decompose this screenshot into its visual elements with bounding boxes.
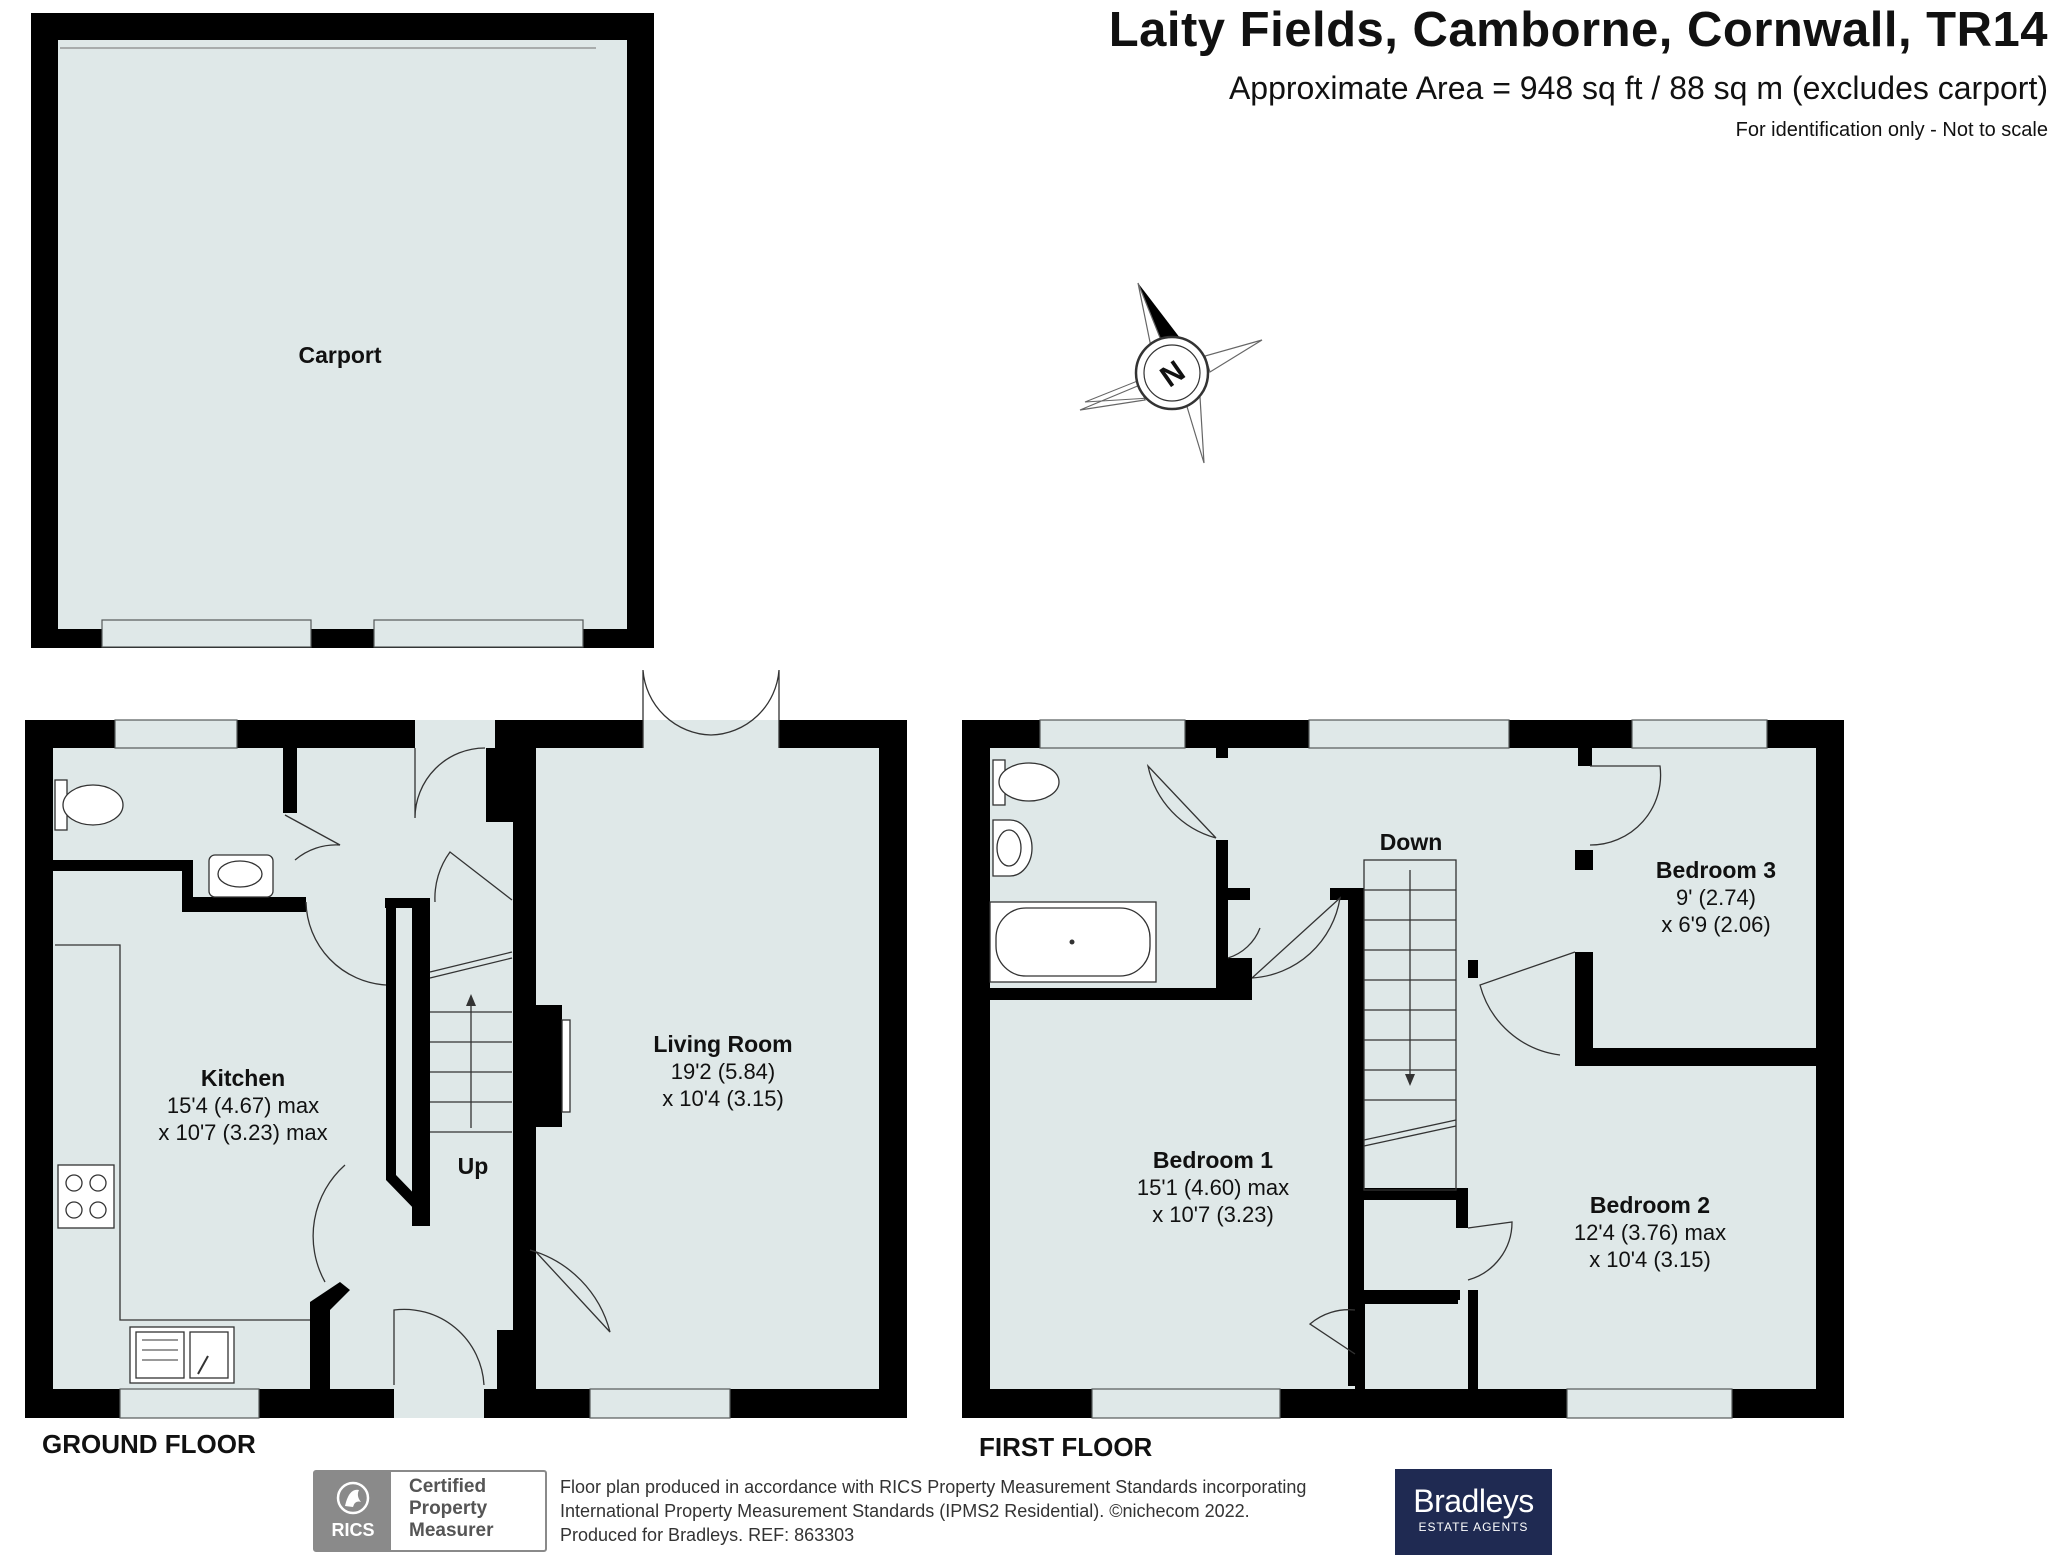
bedroom2-label: Bedroom 2 bbox=[1590, 1192, 1710, 1218]
footer-disclaimer: Floor plan produced in accordance with R… bbox=[560, 1475, 1306, 1547]
bedroom2-dim-1: 12'4 (3.76) max bbox=[1574, 1220, 1726, 1245]
first-floor-label: FIRST FLOOR bbox=[979, 1432, 1153, 1462]
footer-line-3: Produced for Bradleys. REF: 863303 bbox=[560, 1525, 855, 1545]
property-address: Laity Fields, Camborne, Cornwall, TR14 bbox=[1108, 3, 2048, 57]
approximate-area: Approximate Area = 948 sq ft / 88 sq m (… bbox=[1228, 70, 2048, 106]
living-room-label: Living Room bbox=[653, 1031, 792, 1057]
stairs-first bbox=[1363, 859, 1457, 1191]
bedroom2-dim-2: x 10'4 (3.15) bbox=[1589, 1247, 1711, 1272]
bedroom3-dim-1: 9' (2.74) bbox=[1676, 885, 1756, 910]
carport: Carport bbox=[31, 13, 654, 648]
first-floor: Down Bedroom 1 15'1 (4.60) max x 10'7 (3… bbox=[962, 719, 1844, 1419]
stairs-up-label: Up bbox=[458, 1153, 489, 1179]
bradleys-logo: Bradleys ESTATE AGENTS bbox=[1395, 1469, 1552, 1555]
bedroom3-dim-2: x 6'9 (2.06) bbox=[1661, 912, 1770, 937]
toilet-icon-first bbox=[992, 759, 1060, 806]
toilet-icon bbox=[54, 779, 124, 831]
hob-icon bbox=[57, 1164, 115, 1229]
carport-opening-right bbox=[373, 619, 584, 648]
bedroom1-label: Bedroom 1 bbox=[1153, 1147, 1273, 1173]
basin-icon-first bbox=[992, 819, 1033, 877]
sink-icon bbox=[129, 1326, 235, 1384]
compass-icon: N bbox=[1079, 282, 1263, 464]
footer-line-1: Floor plan produced in accordance with R… bbox=[560, 1477, 1307, 1497]
rics-certified-text: Certified Property Measurer bbox=[409, 1476, 494, 1542]
rics-cert-line-2: Property bbox=[409, 1498, 488, 1519]
living-room-dim-2: x 10'4 (3.15) bbox=[662, 1086, 784, 1111]
agent-subtitle: ESTATE AGENTS bbox=[1418, 1520, 1529, 1534]
bedroom1-dim-2: x 10'7 (3.23) bbox=[1152, 1202, 1274, 1227]
ground-floor-label: GROUND FLOOR bbox=[42, 1429, 256, 1459]
rics-certified-badge: RICS Certified Property Measurer bbox=[313, 1470, 547, 1552]
rics-lion-icon bbox=[336, 1481, 370, 1515]
bedroom1-dim-1: 15'1 (4.60) max bbox=[1137, 1175, 1289, 1200]
footer-line-2: International Property Measurement Stand… bbox=[560, 1501, 1250, 1521]
kitchen-dim-1: 15'4 (4.67) max bbox=[167, 1093, 319, 1118]
rics-cert-line-1: Certified bbox=[409, 1476, 487, 1497]
stairs-ground bbox=[429, 951, 513, 1133]
carport-opening-left bbox=[101, 619, 312, 648]
kitchen-label: Kitchen bbox=[201, 1065, 285, 1091]
bath-icon bbox=[989, 901, 1157, 983]
living-room-dim-1: 19'2 (5.84) bbox=[671, 1059, 776, 1084]
ground-floor: Kitchen 15'4 (4.67) max x 10'7 (3.23) ma… bbox=[25, 669, 907, 1419]
rics-logo: RICS bbox=[315, 1472, 391, 1550]
door-swings-first bbox=[1146, 763, 1662, 1355]
bedroom3-label: Bedroom 3 bbox=[1656, 857, 1776, 883]
door-swings-ground bbox=[284, 669, 780, 1386]
kitchen-dim-2: x 10'7 (3.23) max bbox=[158, 1120, 327, 1145]
scale-disclaimer: For identification only - Not to scale bbox=[1735, 119, 2048, 141]
rics-wordmark: RICS bbox=[331, 1520, 375, 1540]
stairs-down-label: Down bbox=[1380, 829, 1443, 855]
agent-name: Bradleys bbox=[1413, 1483, 1534, 1519]
basin-icon bbox=[208, 854, 274, 898]
carport-label: Carport bbox=[298, 342, 381, 368]
rics-cert-line-3: Measurer bbox=[409, 1520, 494, 1541]
